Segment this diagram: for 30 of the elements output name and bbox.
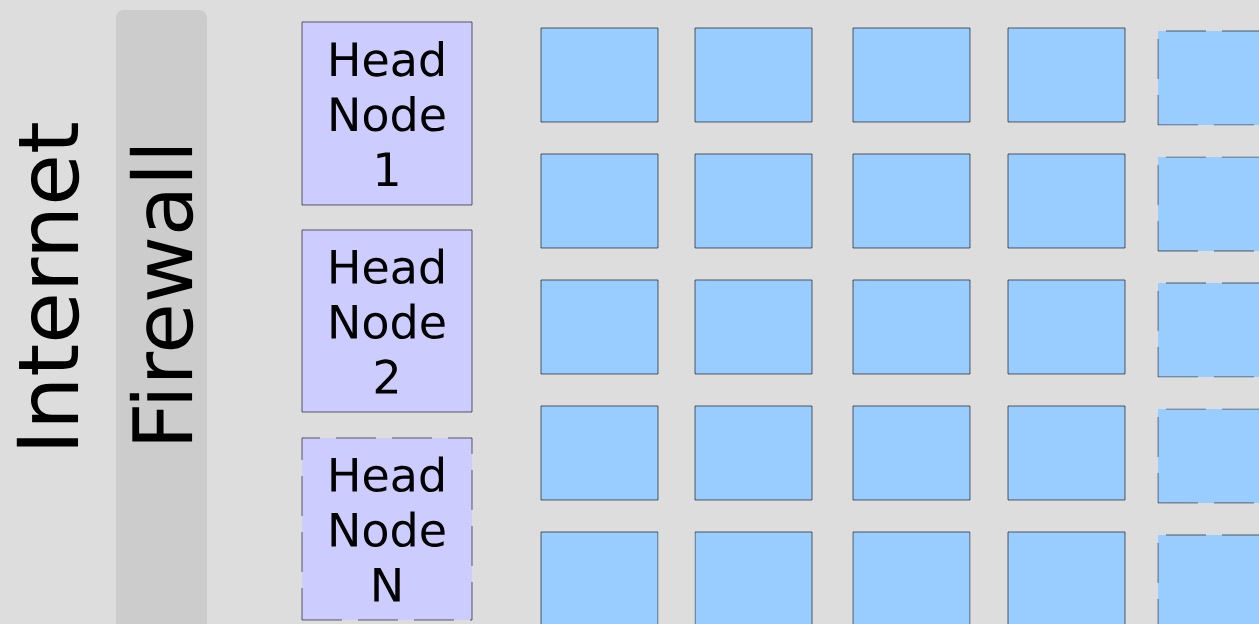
compute-node-box	[1157, 282, 1259, 378]
compute-node-box	[852, 531, 971, 624]
compute-node-box	[694, 531, 813, 624]
compute-node-box	[1007, 27, 1126, 123]
compute-node-box	[1007, 153, 1126, 249]
compute-node-box	[1157, 156, 1259, 252]
compute-node-box	[852, 279, 971, 375]
compute-node-box	[1007, 531, 1126, 624]
compute-node-box	[540, 531, 659, 624]
compute-node-box	[540, 279, 659, 375]
compute-node-box	[694, 279, 813, 375]
compute-node-box	[852, 27, 971, 123]
compute-node-box	[694, 405, 813, 501]
compute-node-box	[1007, 279, 1126, 375]
compute-node-box	[852, 405, 971, 501]
compute-node-box	[540, 405, 659, 501]
compute-node-box	[1157, 30, 1259, 126]
compute-node-box	[1007, 405, 1126, 501]
head-node-box: Head Node 1	[301, 21, 473, 206]
compute-node-box	[852, 153, 971, 249]
compute-node-box	[540, 27, 659, 123]
compute-node-box	[694, 153, 813, 249]
compute-node-box	[1157, 534, 1259, 624]
compute-node-box	[540, 153, 659, 249]
rotated-label: Internet	[16, 123, 80, 447]
firewall-band: Firewall	[116, 10, 207, 624]
compute-node-box	[694, 27, 813, 123]
head-node-box: Head Node N	[301, 437, 473, 621]
head-node-box: Head Node 2	[301, 229, 473, 413]
compute-node-box	[1157, 408, 1259, 504]
